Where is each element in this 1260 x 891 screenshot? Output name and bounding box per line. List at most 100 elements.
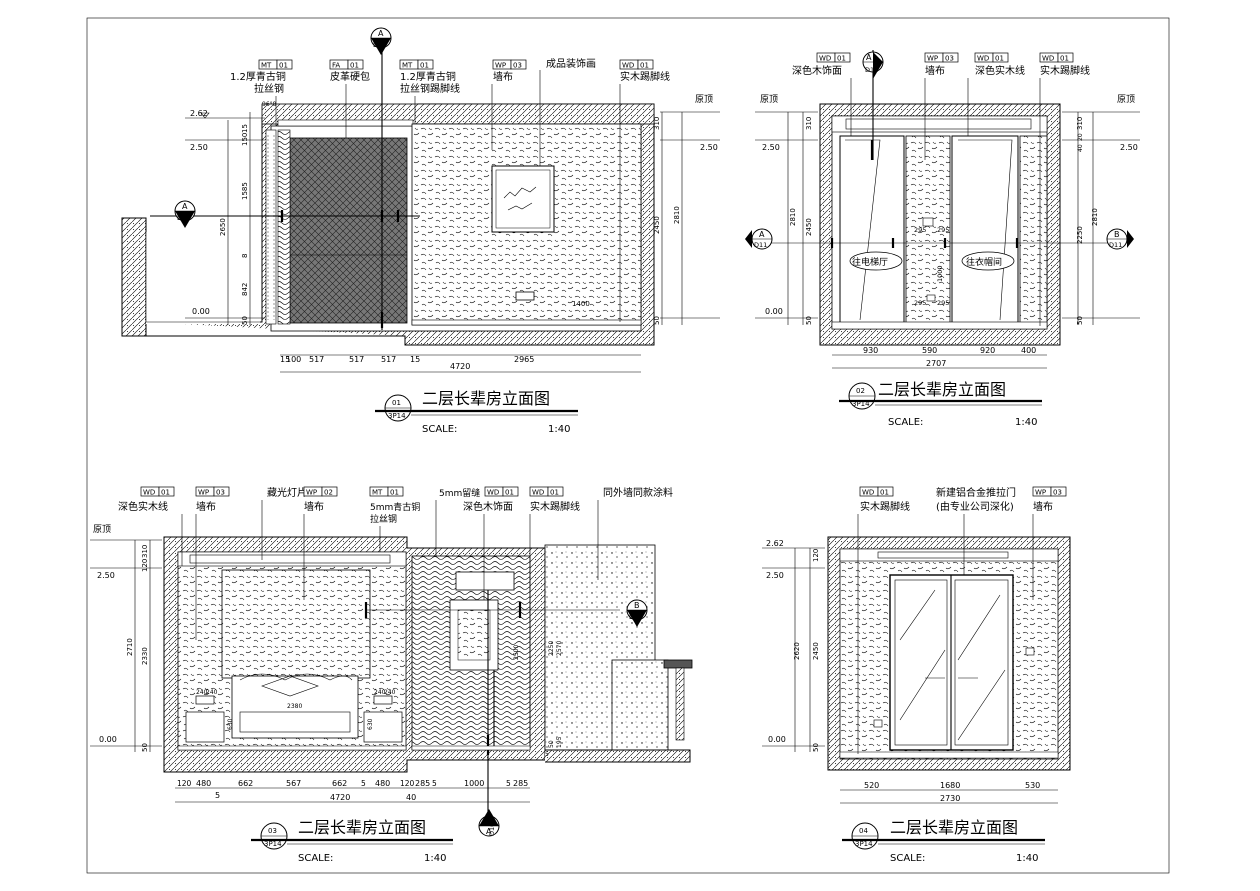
e2-tag-code: WD [819, 55, 831, 63]
title-number: 02 [856, 387, 865, 395]
dim-total: 4720 [330, 793, 350, 802]
e1-tag-text: 1.2厚青古铜 [400, 70, 456, 83]
e3-tag-text: 墙布 [196, 500, 216, 513]
e3-tag-text: 5mm青古铜 [370, 501, 420, 513]
dim-small: 240 [374, 689, 386, 696]
e1-tag-code: WP [495, 62, 506, 70]
title-sheet: 3P14 [388, 412, 406, 420]
e3-tag-no: 01 [161, 489, 170, 497]
level-mark: 2.50 [700, 143, 718, 152]
section-ref: D12 [865, 66, 878, 74]
e1-tag-code: FA [332, 62, 340, 70]
e3-tag-text: 深色木饰面 [463, 500, 513, 513]
level-mark: 0.00 [99, 735, 117, 744]
title-number: 03 [268, 827, 277, 835]
dim-text: 920 [980, 346, 995, 355]
dim-small: 630 [227, 718, 234, 730]
dim-text: 50 [241, 316, 249, 325]
dim-text: 310 [805, 117, 813, 130]
dim-text: 120 [141, 559, 149, 572]
level-mark: 2.50 [97, 571, 115, 580]
e1-tag-text: 皮革硬包 [330, 70, 370, 83]
e3-tag-text: 墙布 [304, 500, 324, 513]
e2-tag-no: 03 [945, 55, 954, 63]
e1-tag-no: 01 [420, 62, 429, 70]
e4-tag-code: WP [1035, 489, 1046, 497]
level-mark: 2.50 [1120, 143, 1138, 152]
section-letter: A [378, 29, 384, 38]
e1-left-dims: 15 150 1585 8 842 50 2650 [219, 112, 251, 325]
dim-text: 310 [1076, 117, 1084, 130]
dim-small: 295 [914, 226, 926, 234]
level-mark: 2.50 [766, 571, 784, 580]
e4-tag-code: WD [862, 489, 874, 497]
scale-value: 1:40 [548, 424, 570, 435]
dim-small: 630 [367, 718, 374, 730]
e1-tag-no: 01 [350, 62, 359, 70]
dim-text: 40 [406, 793, 416, 802]
elevation-03: 240 240 240 240 2380 630 630 2500 2250 2… [163, 536, 693, 830]
e3-tag-text: 同外墙同款涂料 [603, 486, 673, 499]
title-sheet: 3P14 [855, 840, 873, 848]
level-mark: 2.50 [762, 143, 780, 152]
section-letter: B [1114, 230, 1120, 239]
dim-text: 520 [864, 781, 879, 790]
e2-tag-text: 深色木饰面 [792, 64, 842, 77]
e1-tag-text: 成品装饰画 [546, 57, 596, 70]
dim-text: 5 [432, 779, 437, 788]
dim-small: 1000 [936, 265, 944, 282]
dim-total: 2650 [219, 218, 227, 236]
dim-text: 15 [410, 355, 420, 364]
dim-small: 2500 [513, 645, 520, 660]
e3-tag-text: 深色实木线 [118, 500, 168, 513]
dim-text: 517 [309, 355, 324, 364]
dim-text: 50 [812, 743, 820, 752]
dim-text: 2450 [805, 218, 813, 236]
level-mark: 原顶 [760, 94, 778, 105]
level-mark: 0.00 [192, 307, 210, 316]
dim-total: 4720 [450, 362, 470, 371]
level-mark: 2.50 [190, 143, 208, 152]
e4-levels: 2.62 2.50 0.00 [762, 539, 825, 747]
elevation-02: 往电梯厅 往衣帽间 295 295 295 295 1000 [760, 50, 1130, 346]
dim-small: 2380 [287, 703, 302, 710]
section-ref: D09 [373, 41, 386, 49]
dim-text: 842 [241, 283, 249, 296]
e2-tag-text: 墙布 [925, 64, 945, 77]
e3-section-right: B D08 [626, 599, 648, 627]
section-ref: D11 [1109, 241, 1122, 249]
dim-text: 567 [286, 779, 301, 788]
e2-tag-no: 01 [837, 55, 846, 63]
e3-tag-no: 03 [216, 489, 225, 497]
e1-tag-code: MT [402, 62, 413, 70]
section-ref: D08 [629, 613, 642, 621]
e4-tag-no: 01 [880, 489, 889, 497]
e1-tag-code: WD [622, 62, 634, 70]
dim-small: 50 [548, 740, 555, 748]
title-block-02: 02 3P14 二层长辈房立面图 SCALE: 1:40 [839, 380, 1042, 428]
e4-left-dims: 120 2450 50 2620 [793, 548, 820, 752]
dim-text: 2250 [1076, 226, 1084, 244]
e2-left-dims: 310 2450 50 2810 [787, 112, 813, 325]
e2-tag-no: 01 [995, 55, 1004, 63]
dim-text: 285 [415, 779, 430, 788]
e3-tag-text2: 拉丝钢 [370, 513, 397, 525]
dim-text: 15 [280, 355, 290, 364]
section-letter: A [182, 202, 188, 211]
e2-tag-no: 01 [1060, 55, 1069, 63]
e3-tag-code: WD [143, 489, 155, 497]
dim-text: 20 [1077, 133, 1084, 141]
dim-total: 2810 [1091, 208, 1099, 226]
dim-text: 5 [506, 779, 511, 788]
e2-tag-text: 实木踢脚线 [1040, 64, 1090, 77]
scale-label: SCALE: [888, 417, 923, 428]
section-letter: A [866, 53, 872, 62]
dim-text: 930 [863, 346, 878, 355]
title-number: 04 [859, 827, 868, 835]
dim-text: 517 [349, 355, 364, 364]
e1-tags: MT 01 1.2厚青古铜 拉丝钢 FA 01 皮革硬包 MT 01 1.2厚青… [230, 57, 670, 322]
scale-label: SCALE: [890, 853, 925, 864]
section-letter: A [759, 230, 765, 239]
dim-text: 120 [400, 779, 415, 788]
dim-text: 100 [286, 355, 301, 364]
